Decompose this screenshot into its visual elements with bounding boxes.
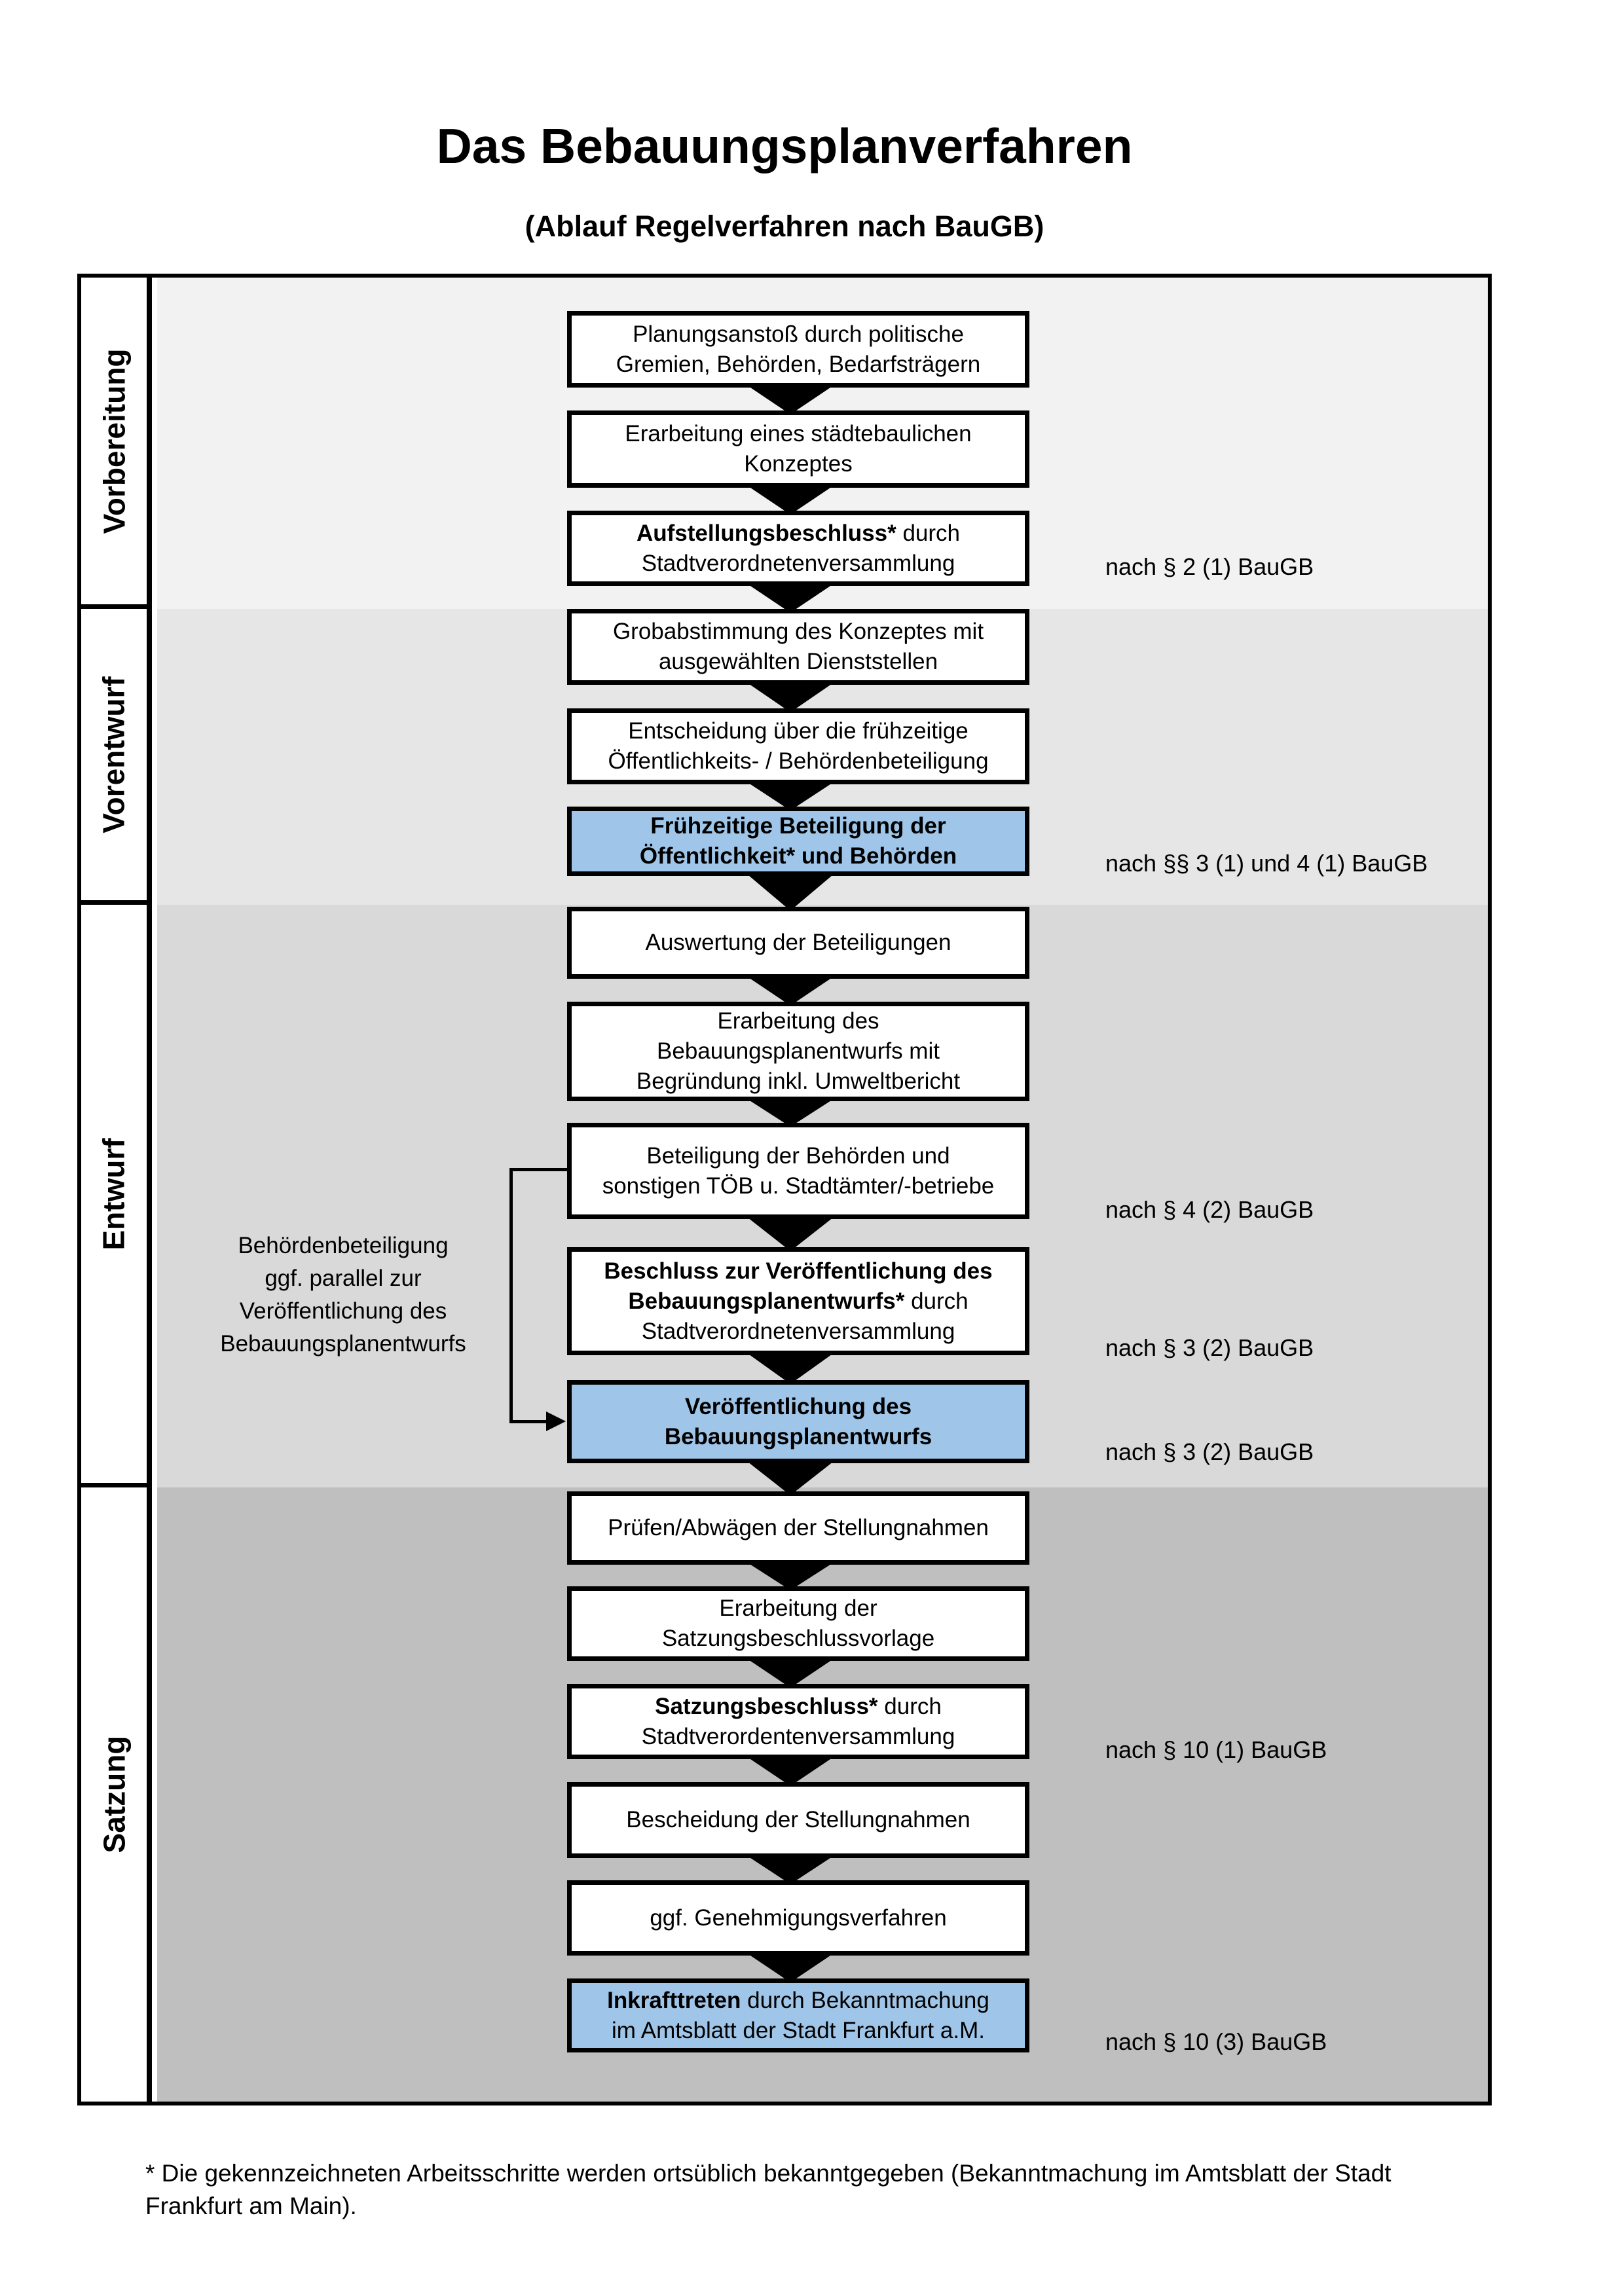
parallel-connector-arrowhead-icon bbox=[546, 1412, 566, 1431]
box-text-line: Auswertung der Beteiligungen bbox=[645, 930, 951, 955]
down-arrow-icon bbox=[745, 1351, 836, 1384]
law-note-fruehzeitige-beteiligung: nach §§ 3 (1) und 4 (1) BauGB bbox=[1105, 850, 1428, 877]
box-text-line: im Amtsblatt der Stadt Frankfurt a.M. bbox=[612, 2017, 985, 2043]
box-bescheidung-stellungnahmen: Bescheidung der Stellungnahmen bbox=[567, 1782, 1029, 1858]
box-text-line: Beschluss zur Veröffentlichung des bbox=[604, 1258, 993, 1284]
phase-label-cell: Vorentwurf bbox=[81, 609, 152, 905]
phase-label-cell: Entwurf bbox=[81, 905, 152, 1487]
box-text-line: Planungsanstoß durch politische bbox=[633, 321, 964, 347]
box-text-line: Öffentlichkeit* und Behörden bbox=[639, 843, 957, 869]
box-text-line: Erarbeitung der bbox=[719, 1595, 877, 1621]
down-arrow-icon bbox=[745, 1952, 836, 1982]
box-text-line: Stadtverordnetenversammlung bbox=[641, 1318, 955, 1344]
down-arrow-icon bbox=[745, 975, 836, 1006]
box-beteiligung-behoerden-toeb: Beteiligung der Behörden und sonstigen TÖ… bbox=[567, 1123, 1029, 1219]
box-text-line: Gremien, Behörden, Bedarfsträgern bbox=[616, 351, 981, 377]
box-text-line: Beteiligung der Behörden und bbox=[646, 1142, 950, 1169]
box-text-line: Satzungsbeschlussvorlage bbox=[661, 1626, 935, 1651]
footnote: * Die gekennzeichneten Arbeitsschritte w… bbox=[145, 2160, 1392, 2219]
parallel-connector-line-bottom bbox=[509, 1420, 549, 1423]
parallel-connector-line-vertical bbox=[509, 1168, 513, 1423]
down-arrow-icon bbox=[745, 872, 836, 911]
box-pruefen-abwaegen: Prüfen/Abwägen der Stellungnahmen bbox=[567, 1491, 1029, 1565]
box-text-line: Erarbeitung eines städtebaulichen bbox=[625, 421, 972, 446]
down-arrow-icon bbox=[745, 1755, 836, 1786]
box-text-line: Begründung inkl. Umweltbericht bbox=[636, 1068, 961, 1094]
phase-label-cell: Vorbereitung bbox=[81, 278, 152, 609]
parallel-connector-line-top bbox=[509, 1168, 567, 1171]
down-arrow-icon bbox=[745, 1097, 836, 1127]
page-title: Das Bebauungsplanverfahren bbox=[436, 118, 1133, 173]
law-note-beteiligung-behoerden-toeb: nach § 4 (2) BauGB bbox=[1105, 1196, 1314, 1223]
law-note-satzungsbeschluss: nach § 10 (1) BauGB bbox=[1105, 1736, 1327, 1763]
box-text-line: Prüfen/Abwägen der Stellungnahmen bbox=[608, 1515, 989, 1540]
phase-label: Vorbereitung bbox=[97, 348, 132, 534]
box-text-line: Erarbeitung des bbox=[717, 1008, 879, 1034]
box-text-line: sonstigen TÖB u. Stadtämter/-betriebe bbox=[602, 1173, 995, 1199]
page-subtitle: (Ablauf Regelverfahren nach BauGB) bbox=[525, 210, 1044, 243]
phase-label-cell: Satzung bbox=[81, 1487, 152, 2102]
box-text-line: Bebauungsplanentwurfs bbox=[664, 1423, 932, 1449]
law-note-veroeffentlichung-entwurf: nach § 3 (2) BauGB bbox=[1105, 1438, 1314, 1465]
down-arrow-icon bbox=[745, 1854, 836, 1884]
down-arrow-icon bbox=[745, 780, 836, 811]
box-inkrafttreten: Inkrafttreten durch Bekanntmachung im Amt… bbox=[567, 1978, 1029, 2052]
box-auswertung-beteiligungen: Auswertung der Beteiligungen bbox=[567, 907, 1029, 979]
law-note-inkrafttreten: nach § 10 (3) BauGB bbox=[1105, 2028, 1327, 2055]
box-text-line: Satzungsbeschluss* durch bbox=[655, 1693, 942, 1719]
down-arrow-icon bbox=[745, 484, 836, 515]
box-text-line: Bebauungsplanentwurfs* durch bbox=[628, 1288, 969, 1314]
down-arrow-icon bbox=[745, 1215, 836, 1251]
down-arrow-icon bbox=[745, 582, 836, 613]
box-text-line: ggf. Genehmigungsverfahren bbox=[650, 1904, 947, 1931]
down-arrow-icon bbox=[745, 1561, 836, 1590]
box-text-line: Grobabstimmung des Konzeptes mit bbox=[612, 619, 984, 644]
law-note-aufstellungsbeschluss: nach § 2 (1) BauGB bbox=[1105, 553, 1314, 580]
box-text-line: Stadtverordentenversammlung bbox=[641, 1723, 955, 1749]
down-arrow-icon bbox=[745, 384, 836, 414]
phase-label: Entwurf bbox=[97, 1137, 132, 1250]
phase-label: Satzung bbox=[97, 1736, 132, 1853]
box-text-line: Bebauungsplanentwurfs mit bbox=[657, 1038, 940, 1064]
box-text-line: Aufstellungsbeschluss* durch bbox=[636, 520, 961, 546]
box-text-line: ausgewählten Dienststellen bbox=[658, 649, 938, 674]
box-genehmigungsverfahren: ggf. Genehmigungsverfahren bbox=[567, 1880, 1029, 1956]
box-grobabstimmung: Grobabstimmung des Konzeptes mit ausgewäh… bbox=[567, 609, 1029, 685]
box-text-line: Bescheidung der Stellungnahmen bbox=[626, 1807, 970, 1832]
down-arrow-icon bbox=[745, 1459, 836, 1495]
box-text-line: Öffentlichkeits- / Behördenbeteiligung bbox=[608, 748, 989, 774]
box-text-line: Frühzeitige Beteiligung der bbox=[650, 813, 946, 839]
box-text-line: Stadtverordnetenversammlung bbox=[641, 550, 955, 576]
box-text-line: Entscheidung über die frühzeitige bbox=[628, 718, 969, 744]
down-arrow-icon bbox=[745, 1657, 836, 1688]
box-text-line: Inkrafttreten durch Bekanntmachung bbox=[607, 1987, 989, 2013]
law-note-beschluss-veroeffentlichung: nach § 3 (2) BauGB bbox=[1105, 1334, 1314, 1361]
phase-label: Vorentwurf bbox=[97, 676, 131, 833]
down-arrow-icon bbox=[745, 681, 836, 712]
box-text-line: Veröffentlichung des bbox=[684, 1393, 912, 1419]
box-text-line: Konzeptes bbox=[744, 451, 853, 477]
